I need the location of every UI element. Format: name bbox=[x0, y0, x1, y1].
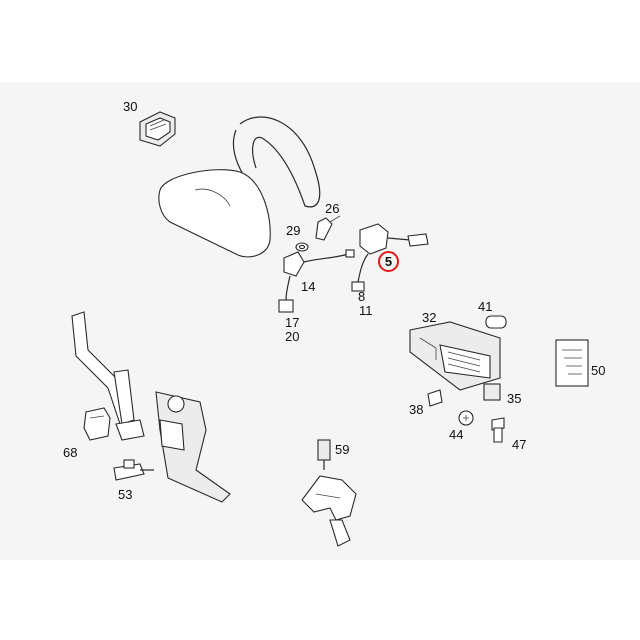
airbag-cover[interactable] bbox=[158, 169, 271, 258]
part-26-bolt[interactable] bbox=[315, 215, 341, 241]
callout-14[interactable]: 14 bbox=[301, 279, 316, 294]
callout-41[interactable]: 41 bbox=[478, 299, 493, 314]
callout-44[interactable]: 44 bbox=[449, 427, 464, 442]
callout-5-highlight-ring bbox=[378, 251, 399, 272]
callout-5[interactable]: 5 bbox=[384, 254, 393, 269]
part-14-switch-harness[interactable] bbox=[278, 249, 355, 313]
callout-8[interactable]: 8 bbox=[358, 289, 366, 304]
part-59-switch[interactable] bbox=[317, 439, 331, 470]
callout-50[interactable]: 50 bbox=[591, 363, 606, 378]
callout-30[interactable]: 30 bbox=[123, 99, 138, 114]
part-44-screw[interactable] bbox=[458, 410, 474, 426]
part-5-combination-switch[interactable] bbox=[351, 223, 429, 292]
part-47-bolt[interactable] bbox=[491, 417, 505, 443]
part-53-stop-lamp-switch[interactable] bbox=[113, 459, 154, 481]
part-68-sensor[interactable] bbox=[83, 407, 111, 441]
callout-38[interactable]: 38 bbox=[409, 402, 424, 417]
callout-35[interactable]: 35 bbox=[507, 391, 522, 406]
callout-11[interactable]: 11 bbox=[359, 303, 373, 318]
callout-47[interactable]: 47 bbox=[512, 437, 527, 452]
callout-32[interactable]: 32 bbox=[422, 310, 437, 325]
callout-29[interactable]: 29 bbox=[286, 223, 301, 238]
pedal-assembly[interactable] bbox=[71, 311, 231, 503]
callout-68[interactable]: 68 bbox=[63, 445, 78, 460]
part-50-placard[interactable] bbox=[555, 339, 589, 387]
part-29-washer[interactable] bbox=[295, 242, 309, 252]
callout-53[interactable]: 53 bbox=[118, 487, 133, 502]
callout-26[interactable]: 26 bbox=[325, 201, 340, 216]
callout-17[interactable]: 17 bbox=[285, 315, 300, 330]
part-35-relay[interactable] bbox=[483, 383, 501, 401]
part-41-bulb[interactable] bbox=[485, 315, 507, 329]
part-30-connector-block[interactable] bbox=[139, 111, 176, 147]
part-32-fuse-box[interactable] bbox=[409, 321, 501, 391]
part-38-clip[interactable] bbox=[427, 389, 443, 407]
callout-20[interactable]: 20 bbox=[285, 329, 300, 344]
pedal-bracket[interactable] bbox=[301, 475, 357, 547]
callout-59[interactable]: 59 bbox=[335, 442, 350, 457]
